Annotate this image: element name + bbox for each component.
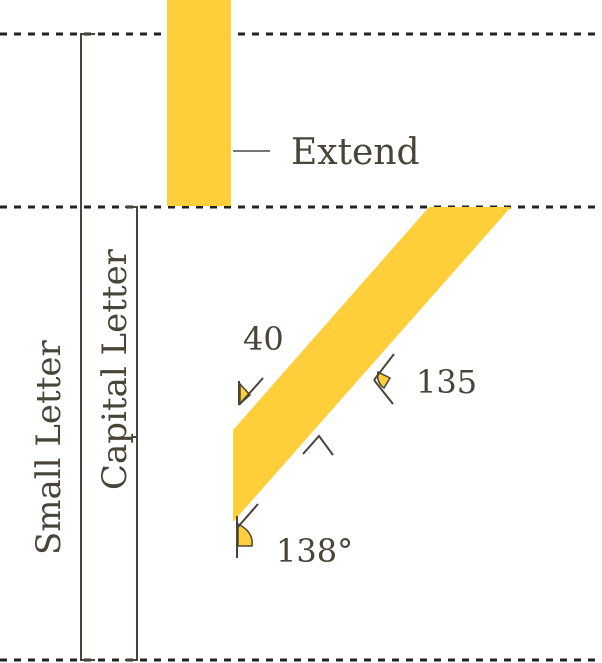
angle-label-right: 135 (416, 363, 477, 401)
small-letter-bracket (80, 33, 95, 661)
extend-label: Extend (291, 132, 420, 173)
caret-marker (302, 434, 334, 456)
angle-marker-bottom (236, 503, 259, 558)
angle-marker-top (238, 377, 264, 406)
small-letter-label: Small Letter (29, 339, 69, 555)
capital-letter-label: Capital Letter (95, 248, 135, 490)
capital-letter-bracket (125, 206, 138, 661)
angle-label-bottom: 138° (276, 532, 353, 570)
diagonal-stroke (233, 207, 511, 522)
extender-stroke (167, 0, 231, 206)
angle-marker-right (373, 353, 395, 405)
angle-label-top: 40 (243, 320, 284, 358)
